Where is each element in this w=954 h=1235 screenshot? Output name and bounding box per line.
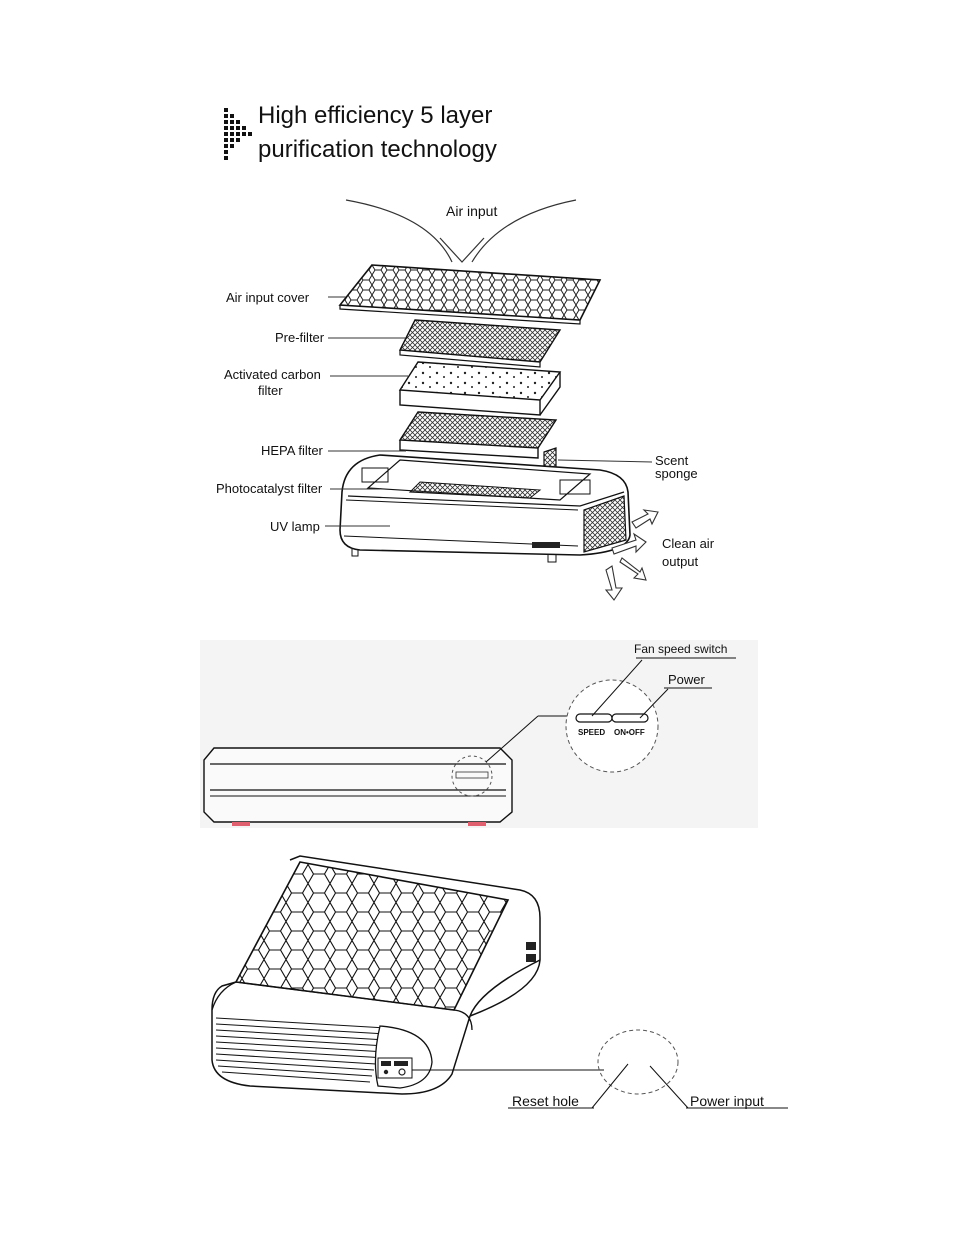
- power-label: Power: [668, 672, 706, 687]
- air-input-cover: [338, 264, 602, 325]
- uv-lamp-label: UV lamp: [270, 519, 320, 534]
- activated-carbon-filter: [398, 361, 562, 416]
- rear-view: Reset hole Power input: [211, 855, 788, 1109]
- air-input-arrowhead: [439, 237, 485, 263]
- clean-air-label-2: output: [662, 554, 699, 569]
- hepa-filter-label: HEPA filter: [261, 443, 324, 458]
- exploded-view: Air input Air input cover Pre-filter Act…: [216, 199, 715, 601]
- zoom-circle: [565, 679, 659, 773]
- zoom-source-circle: [451, 755, 493, 797]
- pre-filter-label: Pre-filter: [275, 330, 325, 345]
- fan-speed-switch-label: Fan speed switch: [634, 642, 727, 656]
- air-input-arrow-right: [471, 199, 577, 263]
- onoff-button-label: ON•OFF: [614, 728, 645, 737]
- onoff-button[interactable]: [611, 713, 649, 723]
- air-input-arrow-left: [345, 199, 453, 263]
- control-panel-view: SPEED ON•OFF Fan speed switch Power: [200, 640, 758, 828]
- heading-line-2: purification technology: [258, 136, 497, 163]
- unit-front: [203, 747, 513, 823]
- hepa-filter: [398, 411, 558, 459]
- activated-carbon-label-1: Activated carbon: [224, 367, 321, 382]
- scent-label-2: sponge: [655, 466, 698, 481]
- rear-zoom-circle: [597, 1029, 679, 1095]
- air-input-label: Air input: [446, 203, 497, 219]
- power-input-label: Power input: [690, 1093, 764, 1109]
- activated-carbon-label-2: filter: [258, 383, 283, 398]
- bullet-dots-icon: [224, 108, 252, 160]
- heading-line-1: High efficiency 5 layer: [258, 102, 493, 129]
- scent-label-1: Scent: [655, 453, 689, 468]
- air-input-cover-label: Air input cover: [226, 290, 310, 305]
- base-unit: [339, 454, 631, 563]
- reset-hole-label: Reset hole: [512, 1093, 579, 1109]
- pre-filter: [398, 319, 562, 368]
- photocatalyst-filter-label: Photocatalyst filter: [216, 481, 323, 496]
- clean-air-arrows: [604, 509, 659, 601]
- rear-port-panel: [377, 1057, 413, 1079]
- clean-air-label-1: Clean air: [662, 536, 715, 551]
- speed-button[interactable]: [575, 713, 613, 723]
- speed-button-label: SPEED: [578, 728, 605, 737]
